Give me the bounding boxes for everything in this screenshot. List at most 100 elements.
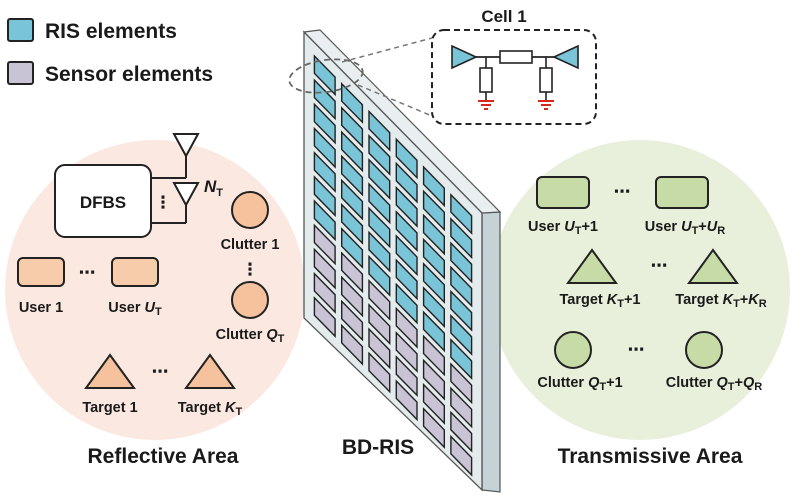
target-ktkr-label: Target KT+KR (675, 292, 766, 310)
legend: RIS elements Sensor elements (7, 18, 213, 86)
sensor-element (395, 379, 418, 422)
ris-element (422, 310, 445, 353)
ris-element (368, 133, 391, 176)
sensor-element (450, 386, 473, 429)
ris-legend-label: RIS elements (45, 20, 177, 43)
zoom-line-bottom (357, 84, 433, 117)
transmissive-clutter-dots: ⋯ (628, 340, 645, 359)
ris-element (313, 175, 336, 218)
antenna-bottom-icon (172, 182, 200, 208)
ris-element (395, 258, 418, 301)
ris-element (395, 282, 418, 325)
panel-side-face (481, 211, 501, 493)
panel-label: BD-RIS (342, 436, 414, 459)
clutter-1-label: Clutter 1 (221, 237, 280, 253)
sensor-element (450, 434, 473, 477)
transmissive-contents: ⋯ User UT+1 User UT+UR ⋯ Target KT+1 Tar… (528, 176, 767, 468)
clutter-q-shape (231, 281, 269, 319)
ris-element (450, 265, 473, 308)
user-u-label: User UT (108, 300, 162, 318)
ris-element (341, 154, 364, 197)
clutter-1-shape (231, 191, 269, 229)
ris-element (450, 192, 473, 235)
ris-element (341, 106, 364, 149)
sensor-element (395, 306, 418, 349)
sensor-element (395, 355, 418, 398)
ris-element (395, 210, 418, 253)
sensor-element (450, 410, 473, 453)
target-horizontal-dots: ⋯ (152, 362, 169, 381)
ground-icon-left (478, 100, 494, 110)
antenna-dots: ⋮ (155, 193, 172, 212)
ris-element (341, 202, 364, 245)
ground-icon-right (538, 100, 554, 110)
cell-detail: Cell 1 (431, 7, 597, 125)
ris-element (450, 217, 473, 260)
ris-element (341, 227, 364, 270)
clutter-qt1-label: Clutter QT+1 (537, 375, 622, 393)
ris-element (313, 78, 336, 121)
transmissive-area-background (490, 140, 790, 440)
ris-legend-swatch (7, 18, 34, 42)
ris-element (368, 158, 391, 201)
cell-highlight-ellipse (288, 58, 364, 94)
sensor-element (395, 330, 418, 373)
ris-element (422, 189, 445, 232)
user-horizontal-dots: ⋯ (79, 263, 96, 282)
sensor-element (368, 278, 391, 321)
clutter-vertical-dots: ⋮ (242, 260, 259, 279)
ris-element (313, 126, 336, 169)
user-u-shape (111, 257, 159, 287)
clutter-qtqr-shape (685, 331, 723, 369)
sensor-element (341, 299, 364, 342)
user-ut1-label: User UT+1 (528, 219, 598, 237)
target-k-label: Target KT (178, 400, 243, 418)
dfbs-box (54, 164, 152, 238)
reflective-area-label: Reflective Area (88, 445, 239, 468)
clutter-qt1-shape (554, 331, 592, 369)
sensor-element (313, 247, 336, 290)
target-kt1-shape (566, 248, 618, 284)
sensor-element (368, 303, 391, 346)
cell-left-antenna-icon (451, 44, 478, 70)
ris-element (341, 178, 364, 221)
sensor-element (313, 271, 336, 314)
bd-ris-panel: BD-RIS (288, 29, 502, 493)
user-utur-label: User UT+UR (645, 219, 725, 237)
antenna-count-label: NT (204, 177, 223, 199)
transmissive-user-dots: ⋯ (614, 182, 631, 201)
ris-element (422, 261, 445, 304)
ris-element (422, 237, 445, 280)
zoom-line-top (341, 37, 433, 63)
user-1-label: User 1 (19, 300, 63, 316)
transmissive-target-dots: ⋯ (651, 256, 668, 275)
ris-element (368, 230, 391, 273)
clutter-qtqr-label: Clutter QT+QR (666, 375, 763, 393)
ris-element (368, 254, 391, 297)
target-1-shape (84, 353, 136, 389)
user-utur-shape (655, 176, 709, 209)
cell-shunt-resistor-left (479, 67, 493, 93)
ris-element (450, 338, 473, 381)
target-k-shape (184, 353, 236, 389)
ris-element (368, 182, 391, 225)
sensor-element (422, 382, 445, 425)
cell-series-resistor (499, 50, 533, 64)
sensor-element (422, 358, 445, 401)
ris-element (422, 286, 445, 329)
ris-element (341, 81, 364, 124)
transmissive-area (490, 140, 790, 440)
target-1-label: Target 1 (82, 400, 137, 416)
sensor-element (450, 362, 473, 405)
sensor-element (313, 223, 336, 266)
cell-right-antenna-icon (552, 44, 579, 70)
clutter-q-label: Clutter QT (216, 327, 285, 345)
panel-element-grid (313, 54, 473, 477)
dfbs-label: DFBS (80, 193, 126, 212)
ris-element (395, 234, 418, 277)
sensor-legend-swatch (7, 61, 34, 85)
user-ut1-shape (536, 176, 590, 209)
ris-element (368, 109, 391, 152)
